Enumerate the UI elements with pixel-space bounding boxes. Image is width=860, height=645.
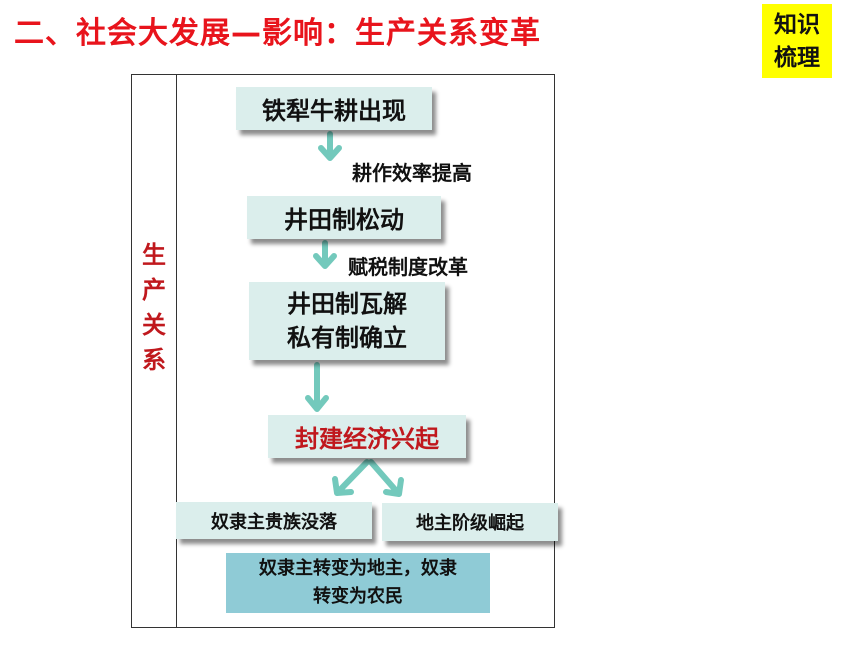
- result-line: 奴隶主转变为地主，奴隶: [259, 558, 457, 579]
- side-label: 生 产 关 系: [136, 238, 172, 378]
- side-label-char: 关: [142, 311, 166, 339]
- node-well-field-loosen: 井田制松动: [247, 196, 441, 239]
- arrow-5: [368, 459, 404, 497]
- result-box: 奴隶主转变为地主，奴隶 转变为农民: [226, 553, 490, 613]
- note-tax-reform: 赋税制度改革: [348, 255, 468, 279]
- side-label-char: 生: [142, 241, 166, 269]
- page-title: 二、社会大发展—影响：生产关系变革: [14, 16, 541, 51]
- note-efficiency: 耕作效率提高: [352, 161, 472, 185]
- diagram-frame: [131, 74, 555, 628]
- knowledge-review-tag: 知识 梳理: [762, 4, 832, 78]
- node-feudal-economy: 封建经济兴起: [268, 415, 466, 458]
- frame-divider: [176, 74, 177, 628]
- node-slave-owner-decline: 奴隶主贵族没落: [176, 502, 372, 539]
- arrow-2: [313, 240, 337, 269]
- result-line: 转变为农民: [313, 586, 403, 607]
- node-landlord-rise: 地主阶级崛起: [382, 503, 558, 541]
- side-label-char: 产: [142, 276, 166, 304]
- arrow-1: [318, 131, 342, 161]
- tag-line-1: 知识: [774, 11, 820, 38]
- tag-line-2: 梳理: [774, 44, 820, 71]
- arrow-4: [332, 459, 370, 496]
- node-well-field-collapse: 井田制瓦解 私有制确立: [249, 282, 445, 360]
- node-iron-plough: 铁犁牛耕出现: [236, 87, 432, 130]
- side-label-char: 系: [142, 346, 166, 374]
- arrow-3: [305, 362, 329, 412]
- node-line: 井田制瓦解: [287, 290, 407, 318]
- node-line: 私有制确立: [287, 324, 407, 352]
